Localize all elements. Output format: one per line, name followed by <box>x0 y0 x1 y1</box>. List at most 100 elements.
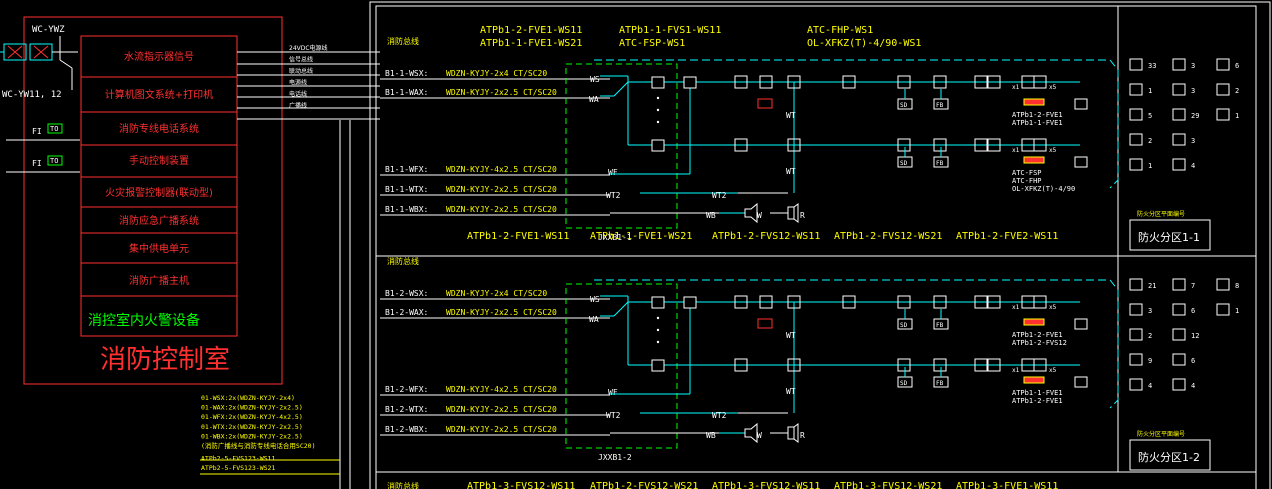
device-name: ATC-FSP <box>1012 169 1042 177</box>
fb-label: FB <box>936 160 944 167</box>
device-symbol <box>842 75 856 89</box>
hatched-device <box>1023 376 1045 384</box>
line-tag: WT2 <box>606 191 621 200</box>
legend-line: 01-WAX:2x(WDZN-KYJY-2x2.5) <box>201 404 303 412</box>
device-symbol <box>897 295 911 309</box>
line-cable: WDZN-KYJY-2x2.5 CT/SC20 <box>446 205 557 214</box>
legend-symbol <box>1172 58 1186 71</box>
device-symbol <box>1033 358 1047 372</box>
output-device <box>1074 318 1088 330</box>
device-symbol <box>987 75 1001 89</box>
equipment-label: 计算机图文系统+打印机 <box>105 88 213 101</box>
line-tag: WT2 <box>606 411 621 420</box>
device-symbol <box>933 75 947 89</box>
legend-symbol <box>1129 303 1143 316</box>
line-id: B1-2-WSX: <box>385 289 428 298</box>
device-symbol <box>734 358 748 372</box>
cable-legend: 01-WSX:2x(WDZN-KYJY-2x4)01-WAX:2x(WDZN-K… <box>200 394 340 475</box>
bus-label: 联动总线 <box>289 67 313 75</box>
legend-count: 3 <box>1191 62 1195 70</box>
speaker-icon <box>744 422 758 444</box>
device-name: ATPb1-2-FVE1 <box>1012 111 1063 119</box>
device-symbol <box>987 138 1001 152</box>
wt-label: WT <box>786 167 796 176</box>
device-symbol <box>974 138 988 152</box>
hatched-device <box>1023 98 1045 106</box>
header-bottom: ATPb1-1-FVE1-WS21 <box>480 38 582 49</box>
module-box <box>683 296 697 309</box>
legend-symbol <box>1172 278 1186 291</box>
bus-label: 信号总线 <box>289 56 313 64</box>
room-tag-top: WC-YWZ <box>32 25 65 35</box>
device-symbol <box>734 138 748 152</box>
line-id: B1-1-WFX: <box>385 165 428 174</box>
header-bottom: OL-XFKZ(T)-4/90-WS1 <box>807 38 921 49</box>
device-symbol <box>734 295 748 309</box>
legend-count: 3 <box>1191 87 1195 95</box>
legend-symbol <box>1216 83 1230 96</box>
line-id: B1-1-WAX: <box>385 88 428 97</box>
legend-count: 33 <box>1148 62 1156 70</box>
footer-bus-label: 消防总线 <box>387 481 419 489</box>
zone-small-label: 防火分区平面编号 <box>1137 430 1185 438</box>
device-symbol <box>787 75 801 89</box>
device-symbol <box>933 358 947 372</box>
header-top: ATPb1-2-FVS12-WS21 <box>834 231 942 242</box>
to-label-1: TO <box>50 125 58 133</box>
loop-wire <box>594 279 1119 409</box>
legend-symbol <box>1172 353 1186 366</box>
bus-label: 广播线 <box>289 102 307 110</box>
fi-to-symbols: FI FI TO TO <box>6 123 80 173</box>
sd-label: SD <box>900 160 908 167</box>
x1-label: x1 <box>1012 367 1020 374</box>
fi-label-1: FI <box>32 127 42 136</box>
output-device <box>1074 376 1088 388</box>
device-name: ATPb1-1-FVE1 <box>1012 119 1063 127</box>
legend-line: 01-WTX:2x(WDZN-KYJY-2x2.5) <box>201 423 303 431</box>
x5-label: x5 <box>1049 84 1057 91</box>
signal-wire <box>613 81 629 97</box>
device-symbol <box>897 75 911 89</box>
device-symbol <box>974 295 988 309</box>
horn-icon <box>787 203 799 223</box>
legend-symbol <box>1129 328 1143 341</box>
header-top: ATPb1-1-FVE1-WS21 <box>590 231 692 242</box>
device-name: OL-XFKZ(T)-4/90 <box>1012 185 1075 193</box>
legend-symbol <box>1129 353 1143 366</box>
header-top: ATPb1-1-FVS1-WS11 <box>619 25 721 36</box>
junction-box-label: JXXB1-1 <box>598 233 632 242</box>
device-symbol <box>974 358 988 372</box>
equipment-label: 消防专线电话系统 <box>119 122 199 135</box>
x1-label: x1 <box>1012 147 1020 154</box>
legend-count: 3 <box>1191 137 1195 145</box>
line-tag: WB <box>706 431 716 440</box>
device-symbol <box>897 358 911 372</box>
junction-box <box>565 63 678 229</box>
legend-symbol <box>1172 158 1186 171</box>
equipment-label: 集中供电单元 <box>129 242 189 255</box>
line-tag: WA <box>589 95 599 104</box>
line-cable: WDZN-KYJY-2x2.5 CT/SC20 <box>446 308 557 317</box>
fb-label: FB <box>936 102 944 109</box>
zone-label: 防火分区1-1 <box>1138 230 1200 244</box>
device-symbol <box>987 358 1001 372</box>
drawing-frame <box>369 1 1271 489</box>
line-cable: WDZN-KYJY-2x2.5 CT/SC20 <box>446 425 557 434</box>
hatched-device <box>1023 156 1045 164</box>
module-box <box>651 359 665 372</box>
fi-label-2: FI <box>32 159 42 168</box>
line-id: B1-2-WBX: <box>385 425 428 434</box>
legend-symbol <box>1129 278 1143 291</box>
sd-label: SD <box>900 322 908 329</box>
line-cable: WDZN-KYJY-2x4 CT/SC20 <box>446 289 547 298</box>
legend-symbol <box>1172 378 1186 391</box>
line-cable: WDZN-KYJY-2x4 CT/SC20 <box>446 69 547 78</box>
legend-symbol <box>1129 108 1143 121</box>
footer-header: ATPb1-2-FVS12-WS21 <box>590 481 698 489</box>
wt-label: WT <box>786 111 796 120</box>
inner-caption: 消控室内火警设备 <box>88 312 200 329</box>
